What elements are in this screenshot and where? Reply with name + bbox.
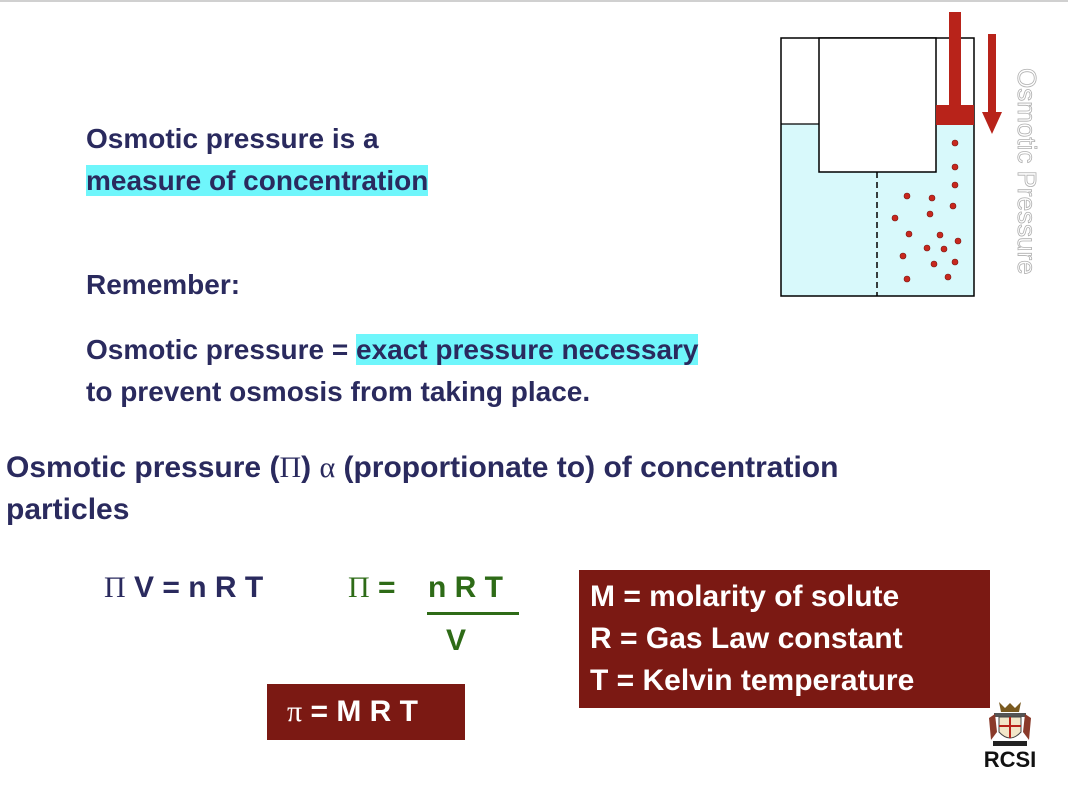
eq1-pi: Π bbox=[104, 571, 126, 604]
proportion-part-3: (proportionate to) of concentration bbox=[335, 451, 839, 484]
fraction-denominator: V bbox=[446, 624, 467, 657]
variable-legend-box: M = molarity of solute R = Gas Law const… bbox=[579, 570, 990, 708]
legend-gas-constant: R = Gas Law constant bbox=[590, 622, 903, 655]
equation-fraction: Π = bbox=[348, 567, 396, 609]
fraction-bar bbox=[427, 612, 519, 615]
top-border bbox=[0, 0, 1068, 2]
fraction-numerator: n R T bbox=[428, 571, 503, 604]
eq2-equals: = bbox=[369, 571, 396, 604]
proportion-part-2: ) bbox=[301, 451, 320, 484]
eq3-pi: π bbox=[287, 695, 303, 728]
proportion-line-2: particles bbox=[6, 493, 130, 526]
legend-temperature: T = Kelvin temperature bbox=[590, 664, 915, 697]
equation-ideal-gas: Π V = n R T bbox=[104, 567, 263, 609]
eq1-rest: V = n R T bbox=[125, 571, 264, 604]
solute-particles bbox=[891, 139, 962, 283]
rcsi-crest-icon bbox=[989, 702, 1031, 746]
heading-highlight: measure of concentration bbox=[86, 165, 429, 196]
rcsi-logo-text: RCSI bbox=[983, 747, 1037, 772]
eq2-pi: Π bbox=[348, 571, 370, 604]
definition-prefix: Osmotic pressure = bbox=[86, 334, 357, 365]
definition-line-1: Osmotic pressure = exact pressure necess… bbox=[86, 329, 699, 371]
eq3-rest: = M R T bbox=[302, 695, 418, 728]
heading-line-2: measure of concentration bbox=[86, 160, 429, 202]
equation-molarity-box: π = M R T bbox=[267, 684, 465, 740]
heading-line-1: Osmotic pressure is a bbox=[86, 123, 379, 154]
piston-rod bbox=[949, 12, 961, 105]
legend-molarity: M = molarity of solute bbox=[590, 580, 900, 613]
pi-symbol: Π bbox=[279, 451, 302, 484]
definition-line-2: to prevent osmosis from taking place. bbox=[86, 376, 591, 407]
water-right-lower bbox=[877, 172, 974, 296]
definition-highlight: exact pressure necessary bbox=[356, 334, 699, 365]
proportion-line-1: Osmotic pressure (Π) α (proportionate to… bbox=[6, 447, 838, 489]
arrow-shaft bbox=[988, 34, 996, 114]
proportion-part-1: Osmotic pressure ( bbox=[6, 451, 280, 484]
remember-label: Remember: bbox=[86, 269, 241, 300]
osmotic-pressure-label: Osmotic Pressure bbox=[1012, 68, 1042, 275]
down-arrow-icon bbox=[982, 112, 1002, 134]
osmosis-diagram: Osmotic Pressure bbox=[780, 12, 1042, 297]
inner-block bbox=[818, 37, 937, 173]
piston bbox=[936, 105, 974, 125]
alpha-symbol: α bbox=[319, 451, 336, 484]
